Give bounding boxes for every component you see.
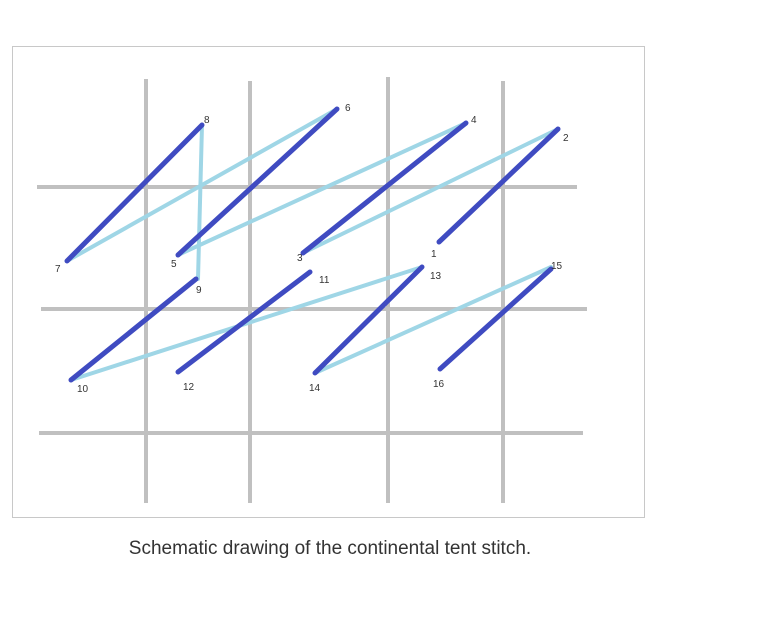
front-stitch-7-to-8	[64, 122, 205, 264]
front-stitch-3-to-4	[300, 120, 469, 256]
point-label-10: 10	[77, 384, 89, 395]
front-stitches	[64, 106, 561, 383]
stitch-diagram: 1 2 3 4 5 6 7 8 9 10 11 12 13 14 15 16	[12, 46, 645, 518]
point-labels: 1 2 3 4 5 6 7 8 9 10 11 12 13 14 15 16	[55, 103, 569, 395]
point-label-13: 13	[430, 271, 442, 282]
point-label-6: 6	[345, 103, 351, 114]
stitch-diagram-svg: 1 2 3 4 5 6 7 8 9 10 11 12 13 14 15 16	[37, 77, 587, 503]
point-label-3: 3	[297, 253, 303, 264]
figure-caption: Schematic drawing of the continental ten…	[128, 538, 532, 559]
point-label-2: 2	[563, 133, 569, 144]
front-stitch-10-to-9	[68, 276, 199, 383]
back-stitch-8-to-9	[196, 123, 204, 281]
back-stitch-4-to-5	[176, 121, 468, 257]
back-stitch-13-to-10	[69, 265, 424, 382]
point-label-1: 1	[431, 249, 437, 260]
point-label-14: 14	[309, 383, 321, 394]
front-stitch-14-to-13	[312, 264, 425, 376]
front-stitch-16-to-15	[437, 266, 554, 372]
point-label-11: 11	[319, 275, 330, 286]
point-label-5: 5	[171, 259, 177, 270]
front-stitch-12-to-11	[175, 269, 313, 375]
point-label-12: 12	[183, 382, 195, 393]
point-label-16: 16	[433, 379, 445, 390]
point-label-15: 15	[551, 261, 563, 272]
point-label-8: 8	[204, 115, 210, 126]
front-stitch-1-to-2	[436, 126, 561, 245]
back-stitch-2-to-3	[301, 127, 560, 255]
point-label-9: 9	[196, 285, 202, 296]
canvas-grid	[37, 77, 587, 503]
point-label-7: 7	[55, 264, 61, 275]
back-stitch-15-to-14	[313, 265, 553, 375]
point-label-4: 4	[471, 115, 477, 126]
front-stitch-5-to-6	[175, 106, 340, 258]
